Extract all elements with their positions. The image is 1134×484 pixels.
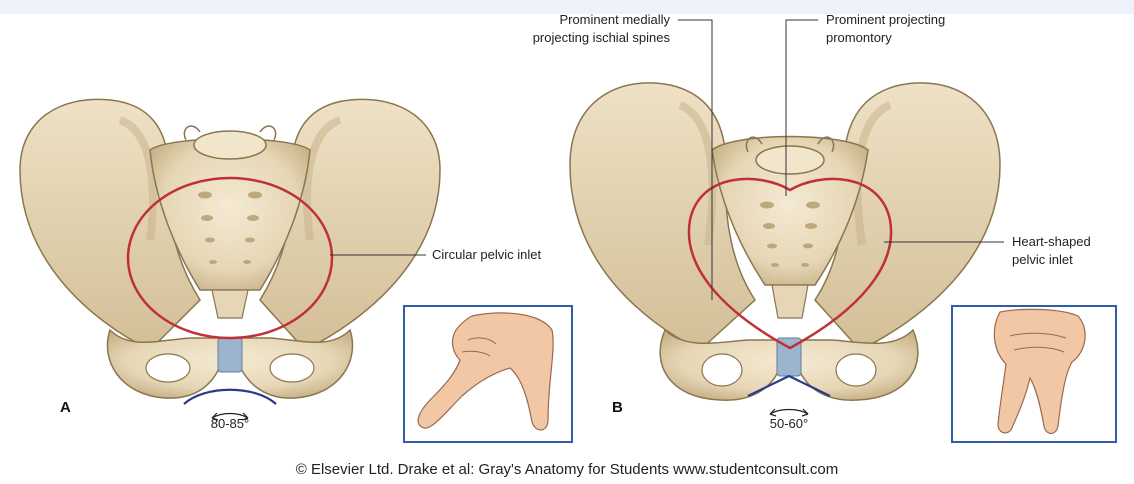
- panel-letter-a: A: [60, 399, 71, 416]
- panel-letter-b: B: [612, 399, 623, 416]
- ischial-spines-label-line2: projecting ischial spines: [533, 30, 671, 45]
- promontory-label-line1: Prominent projecting: [826, 12, 945, 27]
- ischial-spines-label-line1: Prominent medially: [559, 12, 670, 27]
- hand-inset-a: [404, 306, 572, 442]
- circular-inlet-label: Circular pelvic inlet: [432, 247, 541, 262]
- hand-inset-b: [952, 306, 1116, 442]
- heart-inlet-label-line2: pelvic inlet: [1012, 252, 1073, 267]
- pubic-symphysis-a: [218, 338, 242, 372]
- heart-inlet-label-line1: Heart-shaped: [1012, 234, 1091, 249]
- left-ilium-b: [570, 83, 755, 350]
- promontory-label-line2: promontory: [826, 30, 892, 45]
- angle-label-b: 50-60°: [770, 416, 808, 431]
- angle-label-a: 80-85°: [211, 416, 249, 431]
- copyright-credit: © Elsevier Ltd. Drake et al: Gray's Anat…: [296, 461, 838, 478]
